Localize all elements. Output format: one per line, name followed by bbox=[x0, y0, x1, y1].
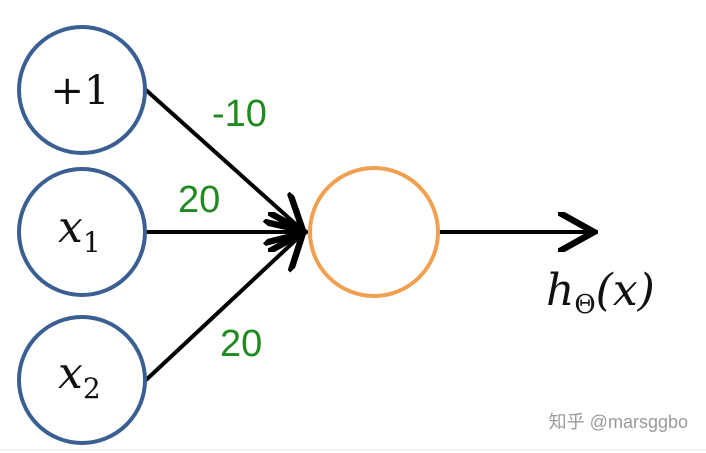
input-label-x2-sub: 2 bbox=[83, 372, 101, 405]
input-node-bias bbox=[17, 25, 147, 155]
output-label: hΘ(x) bbox=[546, 265, 655, 320]
edge-bias-to-output bbox=[144, 88, 300, 228]
weight-bias: -10 bbox=[212, 93, 267, 135]
input-label-x1-base: x bbox=[58, 202, 83, 253]
output-label-arg: (x) bbox=[596, 265, 655, 316]
edge-x2-to-output bbox=[144, 236, 300, 382]
weight-x2: 20 bbox=[220, 323, 262, 365]
input-label-bias: +1 bbox=[51, 68, 110, 114]
output-label-sub: Θ bbox=[574, 290, 595, 320]
input-label-x2-base: x bbox=[58, 348, 83, 399]
output-node bbox=[308, 166, 440, 298]
input-node-x2 bbox=[17, 315, 147, 445]
output-label-base: h bbox=[546, 265, 574, 316]
weight-x1: 20 bbox=[178, 179, 220, 221]
input-label-x2: x2 bbox=[58, 348, 101, 405]
input-node-x1 bbox=[17, 167, 147, 297]
watermark: 知乎 @marsggbo bbox=[549, 412, 688, 432]
input-label-x1: x1 bbox=[58, 202, 101, 259]
input-label-x1-sub: 1 bbox=[83, 226, 101, 259]
